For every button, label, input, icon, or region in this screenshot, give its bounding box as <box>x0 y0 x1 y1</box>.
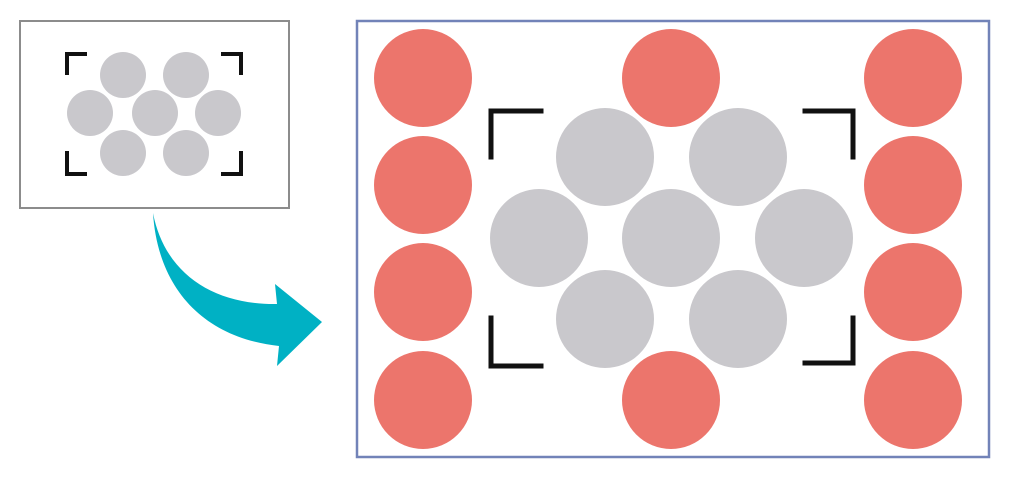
gray-circle <box>556 108 654 206</box>
small-gray-circles <box>67 52 241 176</box>
large-panel <box>355 19 991 459</box>
red-circles <box>374 29 962 449</box>
crop-mark-bottom-left <box>65 151 87 176</box>
red-circle <box>864 136 962 234</box>
red-circle <box>864 243 962 341</box>
large-gray-circles <box>490 108 853 368</box>
crop-mark-bottom-left <box>488 315 544 369</box>
gray-circle <box>163 130 209 176</box>
gray-circle <box>132 90 178 136</box>
large-crop-marks <box>488 108 856 369</box>
red-circle <box>864 29 962 127</box>
crop-mark-bottom-right <box>802 315 856 366</box>
gray-circle <box>490 189 588 287</box>
crop-mark-top-right <box>802 108 856 160</box>
red-circle <box>374 351 472 449</box>
gray-circle <box>100 130 146 176</box>
crop-mark-bottom-right <box>221 151 243 176</box>
arrow-shape <box>153 213 322 366</box>
red-circle <box>622 29 720 127</box>
crop-mark-top-left <box>488 108 544 160</box>
gray-circle <box>556 270 654 368</box>
gray-circle <box>622 189 720 287</box>
gray-circle <box>689 108 787 206</box>
red-circle <box>374 243 472 341</box>
curved-arrow-right-icon <box>153 213 322 366</box>
gray-circle <box>100 52 146 98</box>
red-circle <box>374 136 472 234</box>
red-circle <box>374 29 472 127</box>
gray-circle <box>163 52 209 98</box>
small-crop-marks <box>65 52 243 176</box>
gray-circle <box>689 270 787 368</box>
red-circle <box>622 351 720 449</box>
small-panel <box>19 20 290 209</box>
gray-circle <box>755 189 853 287</box>
gray-circle <box>67 90 113 136</box>
gray-circle <box>195 90 241 136</box>
red-circle <box>864 351 962 449</box>
crop-mark-top-left <box>65 52 87 75</box>
crop-mark-top-right <box>221 52 243 75</box>
